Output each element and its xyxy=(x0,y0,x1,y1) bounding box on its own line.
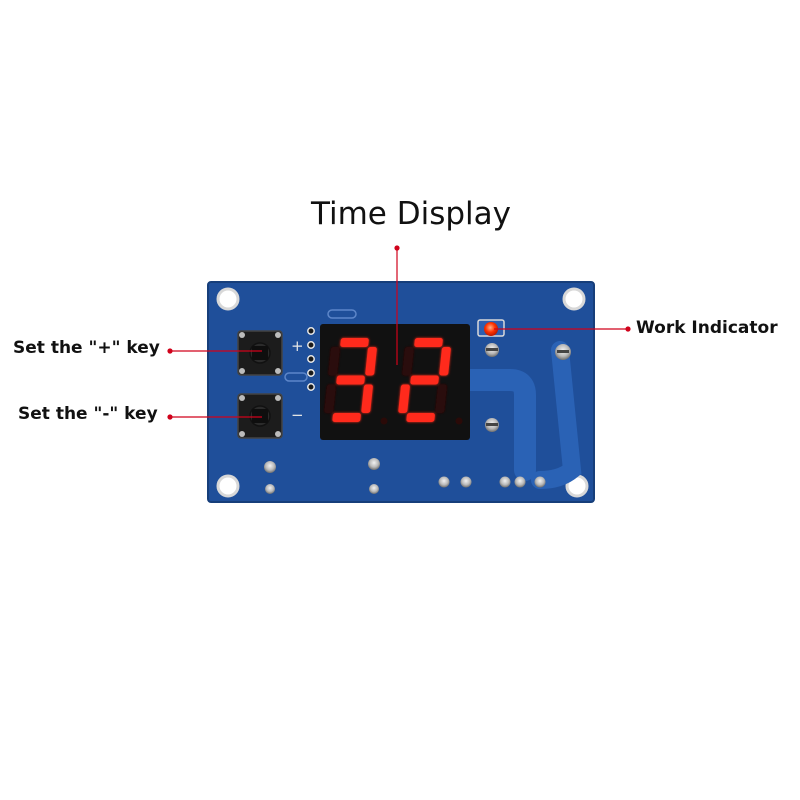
digit xyxy=(398,338,451,422)
digit-segment xyxy=(340,338,369,347)
minus-key-button[interactable] xyxy=(237,393,283,439)
plus-key-label: Set the "+" key xyxy=(13,338,160,358)
mounting-hole-bl xyxy=(216,474,240,498)
digit-segment xyxy=(398,384,410,413)
solder-pad xyxy=(438,476,450,488)
seven-segment-display xyxy=(320,324,470,440)
solder-pad xyxy=(369,484,379,494)
display-digits xyxy=(324,338,451,422)
plus-key-button[interactable] xyxy=(237,330,283,376)
solder-pad xyxy=(514,476,526,488)
solder-pad xyxy=(264,461,276,473)
header-pin xyxy=(307,369,315,377)
digit-segment xyxy=(410,375,439,385)
mounting-hole-tl xyxy=(216,287,240,311)
pcb-board: + − xyxy=(207,281,595,503)
leader-lines xyxy=(167,245,631,420)
digit xyxy=(324,338,377,422)
digit-segment xyxy=(406,413,435,422)
digit-segment xyxy=(414,338,443,347)
digit-segment xyxy=(402,347,414,376)
display-body xyxy=(320,324,470,440)
pcb-edge-shade xyxy=(207,281,595,503)
time-display-label: Time Display xyxy=(311,196,511,232)
digit-segment xyxy=(328,347,340,376)
header-pin xyxy=(307,327,315,335)
solder-pad xyxy=(368,458,380,470)
digit-segment xyxy=(435,384,447,413)
digit-segment xyxy=(336,375,365,385)
solder-pad xyxy=(265,484,275,494)
header-pin xyxy=(307,341,315,349)
leader-dot-time-display xyxy=(394,245,400,251)
solder-pad xyxy=(534,476,546,488)
header-pin xyxy=(307,355,315,363)
solder-pad xyxy=(499,476,511,488)
digit-segment xyxy=(324,384,336,413)
minus-symbol: − xyxy=(291,406,304,424)
work-indicator-label: Work Indicator xyxy=(636,318,778,338)
digit-segment xyxy=(332,413,361,422)
digit-segment xyxy=(365,347,377,376)
leader-dot-work-indicator xyxy=(625,326,631,332)
silkscreen-outline-2 xyxy=(284,372,308,382)
plus-symbol: + xyxy=(291,337,304,355)
relay-terminals xyxy=(485,343,571,432)
solder-pads xyxy=(264,458,546,494)
solder-pad xyxy=(460,476,472,488)
decimal-point xyxy=(380,417,388,425)
work-indicator-led xyxy=(477,319,505,337)
silkscreen-outline xyxy=(327,309,357,319)
relay-trace-left xyxy=(459,369,536,481)
digit-segment xyxy=(439,347,451,376)
header-pins xyxy=(307,327,315,391)
leader-dot-minus-key xyxy=(167,414,173,420)
digit-segment xyxy=(361,384,373,413)
minus-key-label: Set the "-" key xyxy=(18,404,158,424)
mounting-hole-tr xyxy=(562,287,586,311)
decimal-point xyxy=(455,417,463,425)
leader-dot-plus-key xyxy=(167,348,173,354)
header-pin xyxy=(307,383,315,391)
